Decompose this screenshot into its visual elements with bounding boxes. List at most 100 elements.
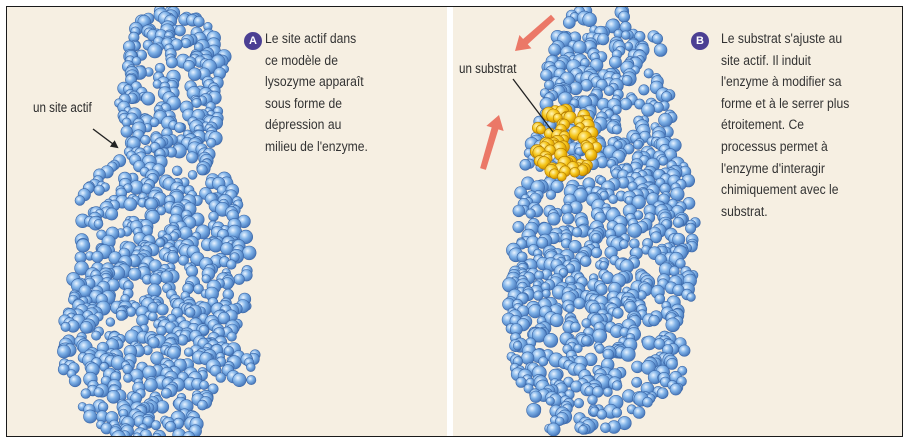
- atom-sphere: [597, 410, 607, 420]
- atom-sphere: [549, 44, 561, 56]
- caption-b-line: l'enzyme d'interagir: [721, 158, 849, 180]
- atom-sphere: [612, 125, 621, 134]
- atom-sphere: [61, 322, 70, 331]
- atom-sphere: [69, 375, 81, 387]
- atom-sphere: [621, 347, 635, 361]
- atom-sphere: [184, 348, 193, 357]
- atom-sphere: [609, 56, 621, 68]
- caption-b-line: substrat.: [721, 201, 849, 223]
- caption-b-line: Le substrat s'ajuste au: [721, 28, 849, 50]
- atom-sphere: [227, 260, 237, 270]
- enzyme-model-a: [7, 7, 447, 436]
- atom-sphere: [94, 219, 103, 228]
- atom-sphere: [571, 322, 581, 332]
- atom-sphere: [642, 103, 655, 116]
- atom-sphere: [547, 423, 560, 436]
- atom-sphere: [77, 239, 90, 252]
- atom-sphere: [574, 297, 586, 309]
- atom-sphere: [92, 331, 101, 340]
- caption-a-line: dépression au: [265, 114, 368, 136]
- atom-sphere: [541, 69, 553, 81]
- atom-sphere: [562, 213, 574, 225]
- atom-sphere: [544, 333, 558, 347]
- atom-sphere: [227, 332, 236, 341]
- atom-sphere: [572, 227, 582, 237]
- atom-sphere: [186, 152, 197, 163]
- atom-sphere: [639, 85, 649, 95]
- atom-sphere: [652, 33, 663, 44]
- atom-sphere: [546, 397, 554, 405]
- atom-sphere: [128, 268, 141, 281]
- atom-sphere: [148, 44, 162, 58]
- atom-sphere: [246, 363, 255, 372]
- atom-sphere: [546, 190, 556, 200]
- atom-sphere: [197, 165, 207, 175]
- atom-sphere: [92, 251, 103, 262]
- atom-sphere: [520, 159, 531, 170]
- atom-sphere: [659, 113, 673, 127]
- atom-sphere: [566, 304, 575, 313]
- atom-sphere: [620, 98, 632, 110]
- atom-sphere: [598, 34, 609, 45]
- atom-sphere: [98, 402, 108, 412]
- atom-sphere: [188, 68, 201, 81]
- atom-sphere: [144, 379, 157, 392]
- caption-a-line: sous forme de: [265, 93, 368, 115]
- atom-sphere: [581, 336, 591, 346]
- atom-sphere: [167, 252, 179, 264]
- atom-sphere: [121, 126, 133, 138]
- atom-sphere: [666, 318, 680, 332]
- caption-a-line: Le site actif dans: [265, 28, 368, 50]
- atom-sphere: [155, 63, 165, 73]
- atom-sphere: [632, 377, 642, 387]
- atom-sphere: [600, 261, 608, 269]
- atom-sphere: [142, 92, 155, 105]
- atom-sphere: [207, 138, 216, 147]
- atom-sphere: [582, 319, 591, 328]
- atom-sphere: [583, 13, 597, 27]
- atom-sphere: [573, 41, 586, 54]
- enzyme-atoms-a: [57, 7, 260, 436]
- atom-sphere: [242, 246, 256, 260]
- figure-frame: un site actif A Le site actif dans ce mo…: [6, 6, 903, 437]
- atom-sphere: [685, 223, 695, 233]
- atom-sphere: [659, 156, 668, 165]
- substrate-sphere: [570, 167, 580, 177]
- atom-sphere: [174, 123, 184, 133]
- atom-sphere: [687, 293, 696, 302]
- atom-sphere: [116, 310, 126, 320]
- caption-a-line: ce modèle de: [265, 50, 368, 72]
- atom-sphere: [106, 318, 115, 327]
- atom-sphere: [157, 304, 168, 315]
- atom-sphere: [563, 17, 575, 29]
- caption-b-line: chimiquement avec le: [721, 179, 849, 201]
- caption-b-line: l'enzyme à modifier sa: [721, 71, 849, 93]
- atom-sphere: [673, 217, 683, 227]
- atom-sphere: [216, 373, 226, 383]
- atom-sphere: [601, 423, 611, 433]
- active-site-pointer: [93, 129, 117, 147]
- atom-sphere: [94, 388, 104, 398]
- caption-b-line: étroitement. Ce: [721, 114, 849, 136]
- atom-sphere: [657, 388, 668, 399]
- motion-arrow-top: [515, 15, 555, 51]
- atom-sphere: [166, 57, 177, 68]
- atom-sphere: [539, 357, 548, 366]
- atom-sphere: [224, 346, 234, 356]
- atom-sphere: [628, 223, 642, 237]
- caption-a-line: milieu de l'enzyme.: [265, 136, 368, 158]
- atom-sphere: [603, 387, 612, 396]
- atom-sphere: [513, 205, 525, 217]
- atom-sphere: [513, 341, 522, 350]
- atom-sphere: [188, 170, 197, 179]
- atom-sphere: [526, 209, 536, 219]
- active-site-label: un site actif: [33, 100, 92, 116]
- caption-b-line: processus permet à: [721, 136, 849, 158]
- atom-sphere: [527, 403, 541, 417]
- atom-sphere: [161, 388, 171, 398]
- atom-sphere: [633, 407, 645, 419]
- atom-sphere: [633, 140, 642, 149]
- atom-sphere: [550, 314, 563, 327]
- atom-sphere: [649, 315, 660, 326]
- badge-b: B: [691, 32, 709, 50]
